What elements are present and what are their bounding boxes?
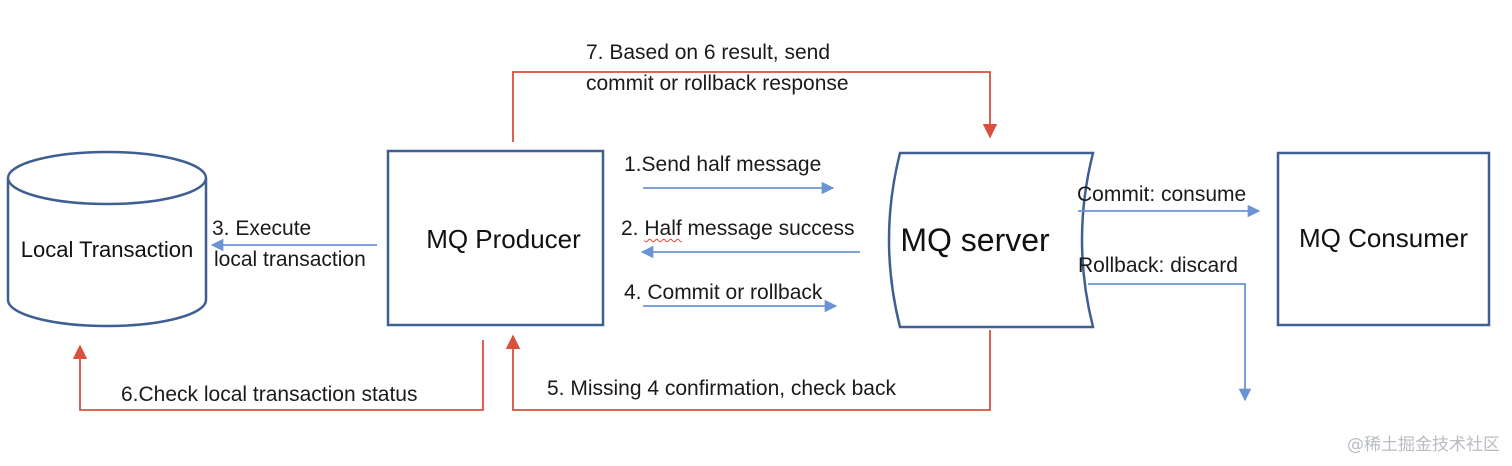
step-6-label: 6.Check local transaction status (121, 383, 418, 406)
mq-producer-box (386, 149, 605, 327)
step-3-label-line-2: local transaction (214, 248, 366, 271)
arrow-rollback-discard (1088, 283, 1252, 402)
arrow-check-local-transaction-status (72, 340, 484, 411)
arrow-based-on-result-response (512, 71, 998, 142)
local-transaction-database (6, 150, 208, 328)
mq-server-shape (887, 151, 1095, 329)
step-3-label-line-1: 3. Execute (212, 217, 312, 240)
arrow-missing-confirmation-check-back (505, 330, 991, 411)
mq-server-label: MQ server (900, 222, 1050, 258)
mq-consumer-label: MQ Consumer (1298, 223, 1469, 253)
rollback-discard-label: Rollback: discard (1078, 254, 1238, 277)
step-2-prefix: 2. (621, 217, 645, 240)
step-5-label: 5. Missing 4 confirmation, check back (547, 377, 896, 400)
step-2-label: 2. Half message success (621, 216, 854, 242)
watermark: @稀土掘金技术社区 (1347, 435, 1500, 455)
step-4-label: 4. Commit or rollback (624, 281, 823, 304)
step-1-label: 1.Send half message (624, 153, 822, 176)
mq-consumer-box (1276, 151, 1491, 327)
step-7-label-line-1: 7. Based on 6 result, send (586, 41, 830, 64)
step-2-half-word: Half (644, 217, 682, 240)
commit-consume-label: Commit: consume (1077, 183, 1247, 206)
local-transaction-label: Local Transaction (20, 237, 194, 262)
mq-producer-label: MQ Producer (426, 224, 581, 254)
step-2-rest: message success (681, 217, 855, 240)
step-7-label-line-2: commit or rollback response (586, 72, 849, 95)
